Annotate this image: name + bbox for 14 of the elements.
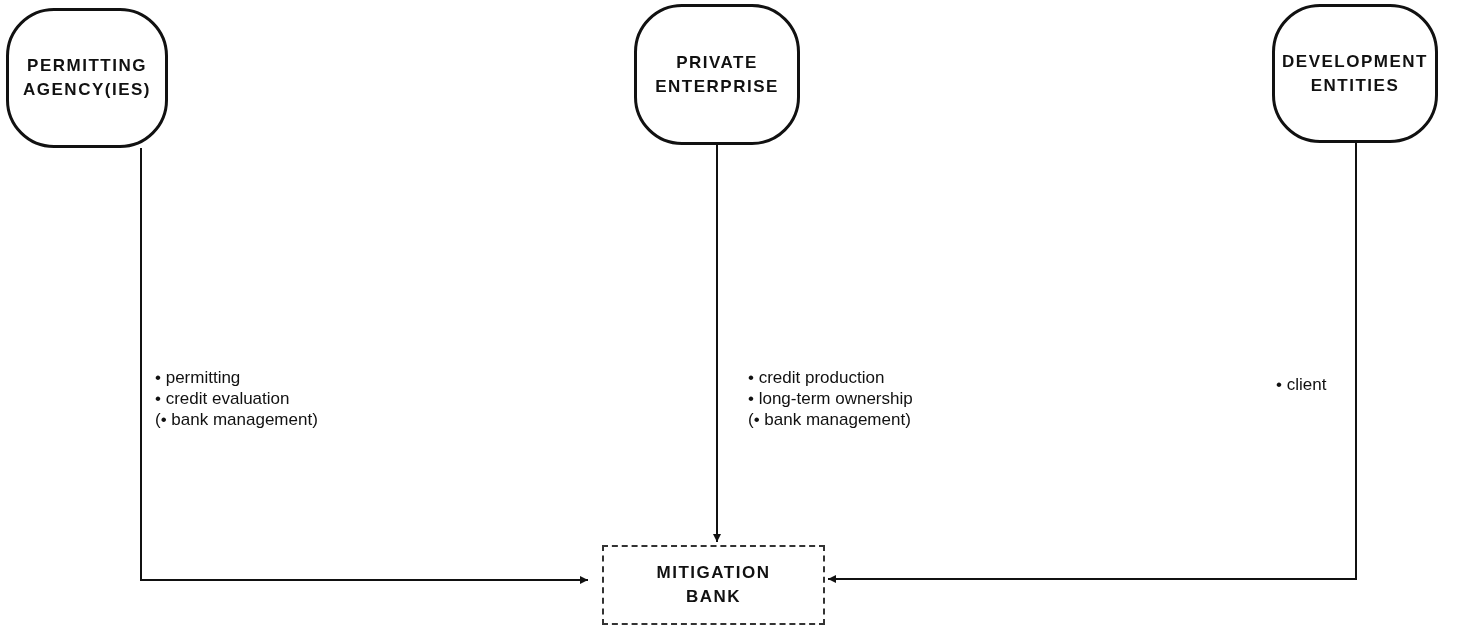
arrow [827, 142, 1357, 583]
rounded-box [1272, 4, 1438, 143]
dashed-box [602, 545, 825, 625]
rounded-box [634, 4, 800, 145]
node-label: PRIVATE ENTERPRISE [654, 51, 780, 98]
edge-label: • permitting • credit evaluation (• bank management) [155, 367, 318, 430]
node-label: PERMITTING AGENCY(IES) [22, 55, 152, 101]
arrow [713, 144, 721, 543]
node-label: DEVELOPMENT ENTITIES [1281, 50, 1429, 97]
node-label: MITIGATION BANK [655, 562, 772, 608]
edge-label: • credit production • long-term ownership (• bank management) [748, 367, 913, 430]
arrow [140, 147, 589, 584]
rounded-box [6, 8, 168, 148]
edge-label: • client [1276, 374, 1327, 395]
